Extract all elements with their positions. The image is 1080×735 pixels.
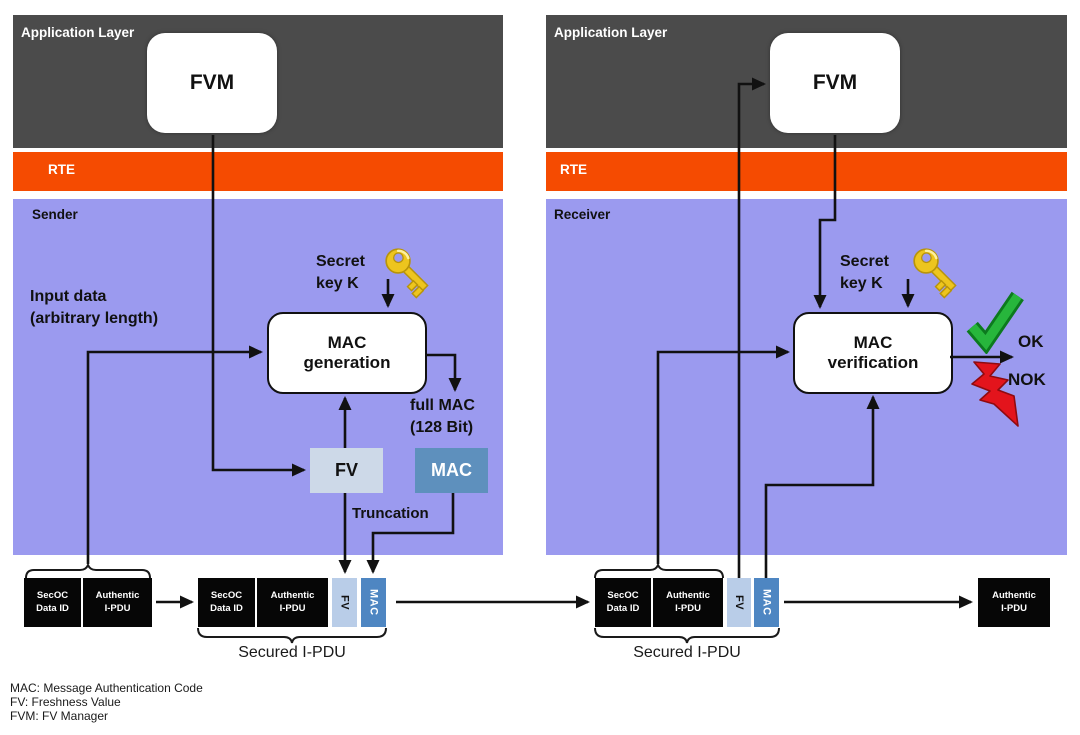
pdu-mac-slot: MAC	[754, 578, 779, 627]
receiver-rte-label: RTE	[560, 162, 587, 177]
fv-box: FV	[310, 448, 383, 493]
sender-input-data-label: Input data (arbitrary length)	[30, 288, 159, 327]
nok-label: NOK	[1008, 370, 1046, 389]
sender-zone-label: Sender	[32, 207, 78, 222]
legend-line-fv: FV: Freshness Value	[10, 695, 121, 709]
mac-verification-box: MAC verification	[793, 312, 953, 394]
receiver-fvm-label: FVM	[812, 71, 858, 94]
check-icon	[966, 291, 1024, 354]
sender-rte-bar	[13, 152, 503, 191]
receiver-rte-bar	[546, 152, 1067, 191]
legend-line-fvm: FVM: FV Manager	[10, 709, 109, 723]
mac-box: MAC	[415, 448, 488, 493]
legend-line-mac: MAC: Message Authentication Code	[10, 681, 203, 695]
lightning-icon	[971, 361, 1019, 427]
receiver-application-layer-label: Application Layer	[554, 25, 668, 40]
full-mac-label: full MAC (128 Bit)	[410, 397, 475, 436]
receiver-zone-label: Receiver	[554, 207, 611, 222]
secured-ipdu-label: Secured I-PDU	[633, 644, 741, 661]
sender-secret-key-label: Secret key K	[316, 253, 365, 292]
sender-fvm-label: FVM	[189, 71, 235, 94]
sender-application-layer-label: Application Layer	[21, 25, 135, 40]
secured-ipdu-label: Secured I-PDU	[238, 644, 346, 661]
sender-rte-label: RTE	[48, 162, 75, 177]
truncation-label: Truncation	[352, 505, 429, 522]
brace-under-secured-receiver	[594, 627, 780, 644]
brace-over-authentic-group	[25, 562, 151, 579]
brace-under-secured-sender	[197, 627, 387, 644]
key-icon	[385, 248, 429, 299]
mac-generation-box: MAC generation	[267, 312, 427, 394]
receiver-secret-key-label: Secret key K	[840, 253, 889, 292]
pdu-mac-slot: MAC	[361, 578, 386, 627]
pdu-fv-slot: FV	[727, 578, 751, 627]
key-icon	[913, 248, 957, 299]
sender-fvm-box: FVM	[147, 33, 277, 133]
ok-label: OK	[1018, 332, 1044, 351]
pdu-fv-slot: FV	[332, 578, 357, 627]
brace-over-receiver-group	[594, 562, 724, 579]
legend: MAC: Message Authentication Code FV: Fre…	[10, 681, 203, 723]
receiver-fvm-box: FVM	[770, 33, 900, 133]
